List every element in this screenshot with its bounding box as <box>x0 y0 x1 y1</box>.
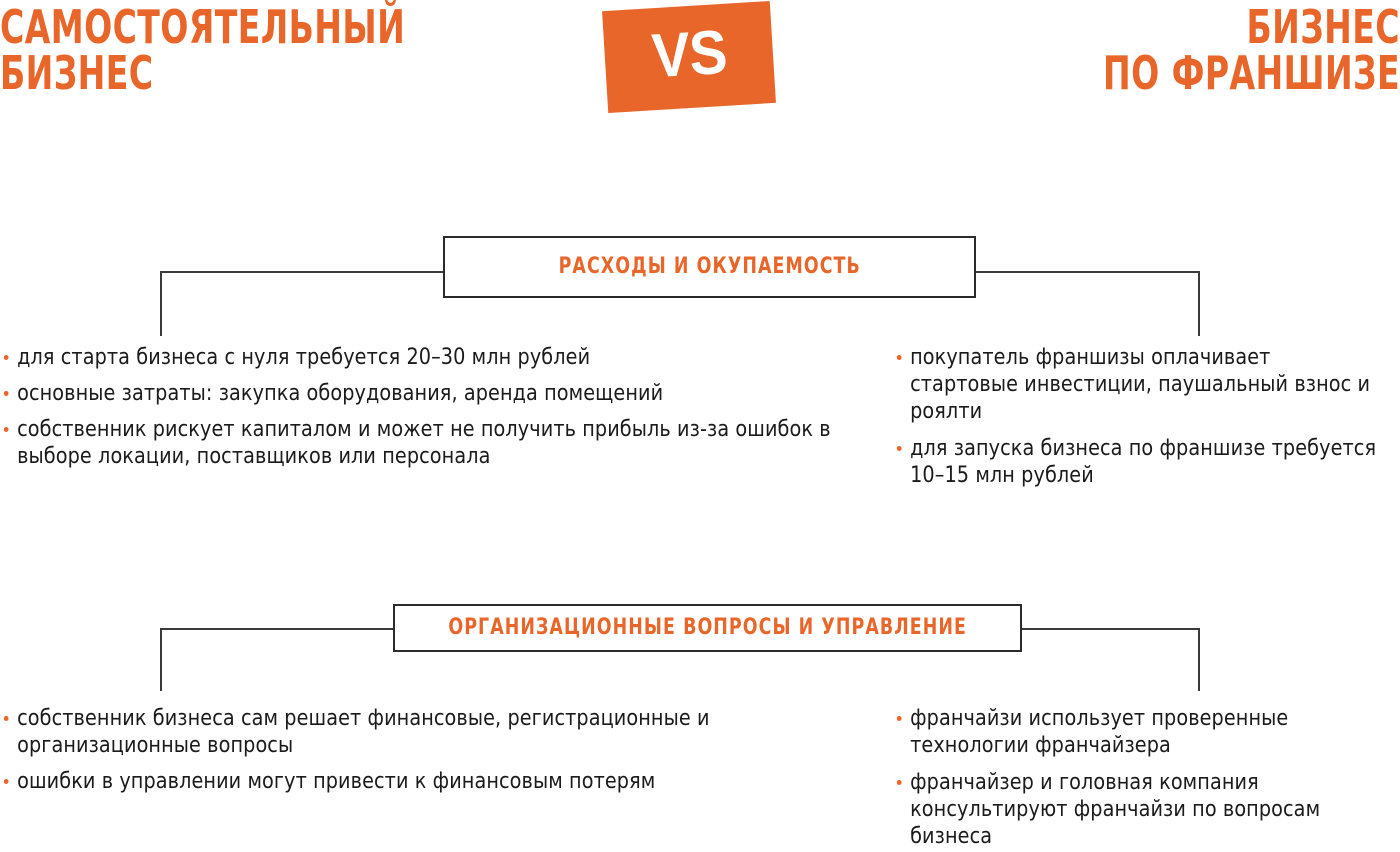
connector-line-right-vertical <box>1198 628 1200 691</box>
list-item: для запуска бизнеса по франшизе требуетс… <box>893 435 1378 489</box>
list-item: собственник рискует капиталом и может не… <box>0 416 855 470</box>
column-left-expenses: для старта бизнеса с нуля требуется 20–3… <box>0 344 900 479</box>
section-header-box-expenses: Расходы и окупаемость <box>443 236 976 298</box>
vs-badge: VS <box>602 0 776 114</box>
section-title-organization: Организационные вопросы и управление <box>448 615 967 640</box>
column-left-organization: собственник бизнеса сам решает финансовы… <box>0 705 900 804</box>
list-item: для старта бизнеса с нуля требуется 20–3… <box>0 344 855 371</box>
headline-left-independent-business: Самостоятельный бизнес <box>0 0 406 100</box>
list-item: франчайзер и головная компания консульти… <box>893 769 1378 850</box>
list-item: покупатель франшизы оплачивает стартовые… <box>893 344 1378 425</box>
connector-line-right-horizontal <box>974 271 1200 273</box>
vs-badge-label: VS <box>649 17 729 92</box>
headline-right-franchise-business: Бизнес по франшизе <box>1103 0 1400 100</box>
connector-line-left-horizontal <box>160 628 395 630</box>
section-header-box-organization: Организационные вопросы и управление <box>393 604 1022 652</box>
connector-line-left-vertical <box>160 271 162 336</box>
connector-line-right-vertical <box>1198 271 1200 336</box>
column-right-expenses: покупатель франшизы оплачивает стартовые… <box>893 344 1400 499</box>
list-item: собственник бизнеса сам решает финансовы… <box>0 705 855 759</box>
section-title-expenses: Расходы и окупаемость <box>558 254 861 279</box>
connector-line-left-vertical <box>160 628 162 691</box>
connector-line-right-horizontal <box>1020 628 1200 630</box>
connector-line-left-horizontal <box>160 271 443 273</box>
list-item: основные затраты: закупка оборудования, … <box>0 380 855 407</box>
column-right-organization: франчайзи использует проверенные техноло… <box>893 705 1400 852</box>
list-item: ошибки в управлении могут привести к фин… <box>0 768 855 795</box>
list-item: франчайзи использует проверенные техноло… <box>893 705 1378 759</box>
